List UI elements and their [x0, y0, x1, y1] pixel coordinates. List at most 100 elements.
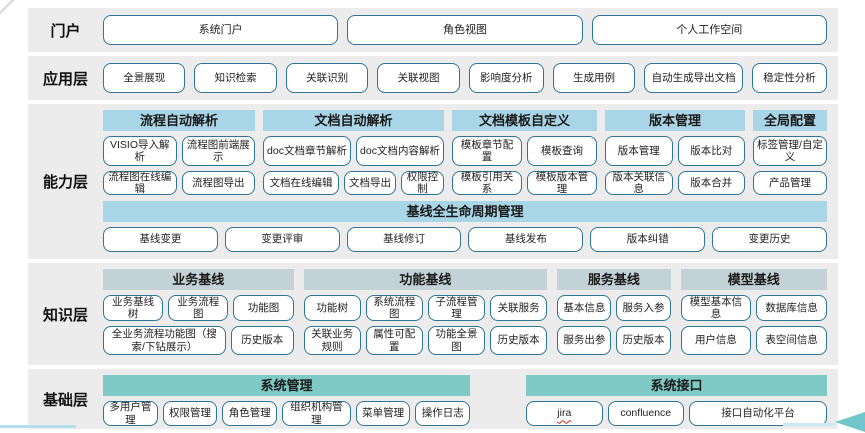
bottom-right-accent-line [783, 423, 835, 426]
system-mgmt-box: 菜单管理 [355, 401, 411, 426]
knowledge-box: 功能全景图 [427, 326, 486, 355]
lifecycle-box: 变更评审 [224, 227, 340, 252]
group-process-parsing: 流程自动解析 VISIO导入解析流程图前端展示 流程图在线编辑流程图导出 [103, 110, 255, 195]
application-box: 关联识别 [285, 63, 369, 93]
group-function-baseline: 功能基线 功能树系统流程图子流程管理关联服务 关联业务规则属性可配置功能全景图历… [303, 269, 548, 355]
portal-box: 个人工作空间 [591, 15, 827, 45]
knowledge-box: 关联业务规则 [303, 326, 361, 355]
system-mgmt-box: 多用户管理 [103, 401, 158, 426]
layer-capability: 能力层 流程自动解析 VISIO导入解析流程图前端展示 流程图在线编辑流程图导出… [28, 104, 838, 259]
lifecycle-box: 变更历史 [712, 227, 827, 252]
knowledge-box: 属性可配置 [365, 326, 423, 355]
knowledge-box: 功能图 [233, 295, 294, 321]
group-model-baseline: 模型基线 模型基本信息数据库信息 用户信息表空间信息 [680, 269, 828, 355]
group-header: 系统接口 [526, 375, 827, 396]
system-mgmt-box: 角色管理 [222, 401, 278, 426]
lifecycle-box: 基线发布 [468, 227, 584, 252]
portal-box: 角色视图 [347, 15, 583, 45]
layer-portal: 门户 系统门户角色视图个人工作空间 [28, 8, 838, 52]
layer-base: 基础层 系统管理 多用户管理权限管理角色管理组织机构管理菜单管理操作日志 系统接… [28, 369, 838, 429]
system-mgmt-box: 权限管理 [162, 401, 218, 426]
system-interface-box: confluence [607, 401, 684, 426]
knowledge-box: 历史版本 [490, 326, 548, 355]
bottom-left-accent-line [0, 425, 76, 428]
capability-box: 文档在线编辑 [263, 171, 340, 195]
layer-label-application: 应用层 [42, 70, 88, 88]
corner-diagonal-decoration [0, 0, 18, 15]
group-header: 服务基线 [557, 269, 671, 290]
base-groups: 系统管理 多用户管理权限管理角色管理组织机构管理菜单管理操作日志 系统接口 ji… [103, 375, 827, 426]
knowledge-box: 模型基本信息 [680, 295, 752, 321]
capability-box: VISIO导入解析 [103, 136, 177, 166]
capability-box: doc文档章节解析 [263, 136, 351, 166]
capability-box: 模板引用关系 [452, 171, 522, 195]
application-box: 生成用例 [552, 63, 636, 93]
system-mgmt-box: 组织机构管理 [282, 401, 351, 426]
group-header: 文档模板自定义 [452, 110, 597, 131]
knowledge-box: 历史版本 [230, 326, 294, 355]
layer-label-capability: 能力层 [42, 174, 88, 191]
capability-box: 文档导出 [344, 171, 396, 195]
architecture-diagram: 门户 系统门户角色视图个人工作空间 应用层 全景展现知识检索关联识别关联视图影响… [28, 8, 838, 433]
left-arrow-icon [835, 412, 865, 432]
knowledge-box: 子流程管理 [427, 295, 486, 321]
capability-box: 权限控制 [400, 171, 444, 195]
group-header: 文档自动解析 [263, 110, 444, 131]
knowledge-box: 功能树 [303, 295, 361, 321]
system-interface-box: 接口自动化平台 [688, 401, 827, 426]
capability-box: 模板版本管理 [527, 171, 597, 195]
knowledge-box: 业务基线树 [103, 295, 164, 321]
system-interface-box: jira [526, 401, 603, 426]
system-mgmt-box: 操作日志 [415, 401, 471, 426]
layer-label-base: 基础层 [42, 391, 88, 409]
application-box: 关联视图 [377, 63, 460, 93]
layer-label-knowledge: 知识层 [42, 306, 88, 324]
knowledge-box: 数据库信息 [756, 295, 828, 321]
group-doc-template: 文档模板自定义 模板章节配置模板查询 模板引用关系模板版本管理 [452, 110, 597, 195]
knowledge-box: 表空间信息 [756, 326, 828, 355]
knowledge-box: 基本信息 [557, 295, 612, 321]
group-version-mgmt: 版本管理 版本管理版本比对 版本关联信息版本合并 [605, 110, 745, 195]
layer-label-portal: 门户 [50, 22, 81, 40]
knowledge-box: 全业务流程功能图（搜索/下钻展示） [103, 326, 226, 355]
portal-box: 系统门户 [103, 15, 339, 45]
knowledge-box: 业务流程图 [168, 295, 229, 321]
capability-box: 流程图前端展示 [181, 136, 255, 166]
group-header: 模型基线 [680, 269, 827, 290]
capability-box: 版本合并 [677, 171, 745, 195]
application-box: 自动生成导出文档 [644, 63, 743, 93]
application-box: 知识检索 [194, 63, 277, 93]
application-box: 稳定性分析 [752, 63, 827, 93]
capability-box: 版本关联信息 [605, 171, 673, 195]
group-service-baseline: 服务基线 基本信息服务入参 服务出参历史版本 [557, 269, 671, 355]
capability-box: 版本管理 [605, 136, 673, 166]
group-global-config: 全局配置 标签管理/自定义 产品管理 [753, 110, 827, 195]
layer-knowledge: 知识层 业务基线 业务基线树业务流程图功能图 全业务流程功能图（搜索/下钻展示）… [28, 263, 838, 365]
group-header: 基线全生命周期管理 [103, 201, 827, 222]
group-header: 系统管理 [103, 375, 471, 396]
group-system-mgmt: 系统管理 多用户管理权限管理角色管理组织机构管理菜单管理操作日志 [103, 375, 471, 426]
knowledge-box: 历史版本 [616, 326, 671, 355]
group-header: 流程自动解析 [103, 110, 255, 131]
application-box-list: 全景展现知识检索关联识别关联视图影响度分析生成用例自动生成导出文档稳定性分析 [103, 56, 838, 100]
knowledge-box: 用户信息 [680, 326, 752, 355]
capability-box: 模板查询 [527, 136, 597, 166]
knowledge-box: 系统流程图 [365, 295, 423, 321]
capability-box: 产品管理 [753, 171, 827, 195]
capability-box: doc文档内容解析 [356, 136, 444, 166]
portal-box-list: 系统门户角色视图个人工作空间 [103, 8, 838, 52]
lifecycle-box: 版本纠错 [590, 227, 706, 252]
application-box: 影响度分析 [468, 63, 544, 93]
lifecycle-box: 基线变更 [103, 227, 218, 252]
knowledge-groups: 业务基线 业务基线树业务流程图功能图 全业务流程功能图（搜索/下钻展示）历史版本… [103, 269, 828, 355]
capability-box: 标签管理/自定义 [753, 136, 827, 166]
application-box: 全景展现 [103, 63, 186, 93]
knowledge-box: 服务入参 [616, 295, 671, 321]
knowledge-box: 服务出参 [557, 326, 612, 355]
group-baseline-lifecycle: 基线全生命周期管理 基线变更变更评审基线修订基线发布版本纠错变更历史 [103, 201, 827, 252]
group-header: 业务基线 [103, 269, 294, 290]
group-business-baseline: 业务基线 业务基线树业务流程图功能图 全业务流程功能图（搜索/下钻展示）历史版本 [103, 269, 294, 355]
layer-application: 应用层 全景展现知识检索关联识别关联视图影响度分析生成用例自动生成导出文档稳定性… [28, 56, 838, 100]
